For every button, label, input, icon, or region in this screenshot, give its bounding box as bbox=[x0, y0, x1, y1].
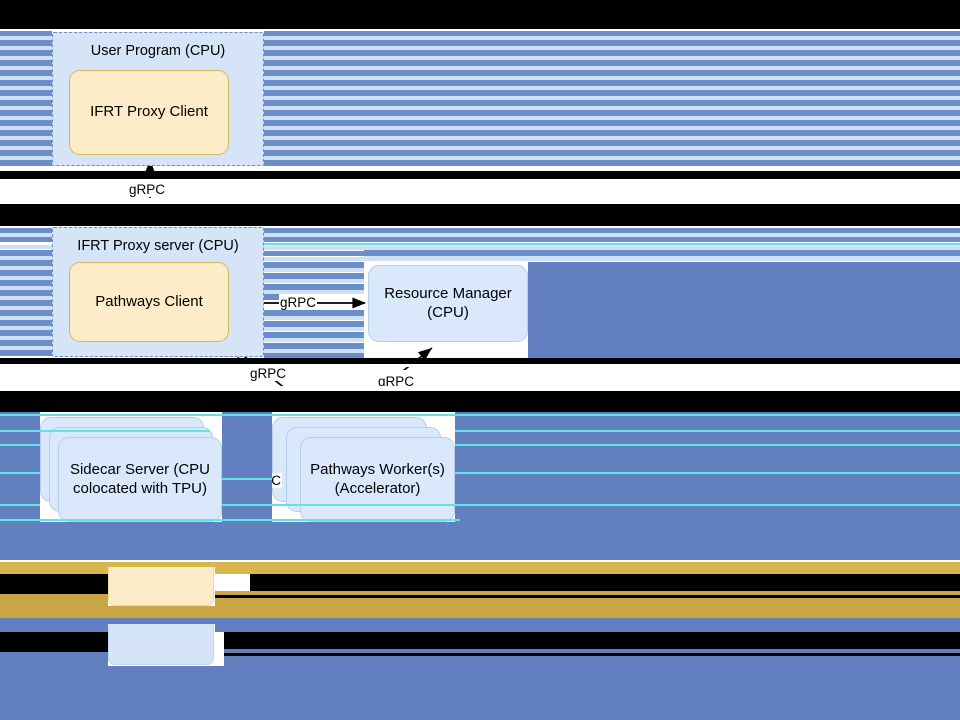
node-ifrt-proxy-client[interactable]: IFRT Proxy Client bbox=[69, 70, 229, 155]
edge-label-workers-resourcemanager: gRPC bbox=[377, 374, 416, 389]
node-pathways-workers-label-line1: Pathways Worker(s) bbox=[310, 460, 445, 478]
node-ifrt-proxy-client-label: IFRT Proxy Client bbox=[90, 103, 208, 121]
node-sidecar-server-label-line1: Sidecar Server (CPU bbox=[69, 460, 211, 478]
edge-label-sidecar-pathwaysclient: gRPC bbox=[249, 366, 288, 381]
legend-swatch-blue bbox=[108, 621, 214, 665]
node-pathways-workers[interactable]: Pathways Worker(s) (Accelerator) bbox=[300, 437, 455, 522]
node-resource-manager[interactable]: Resource Manager (CPU) bbox=[368, 265, 528, 342]
node-sidecar-server-label-line2: colocated with TPU) bbox=[73, 479, 207, 497]
node-sidecar-server[interactable]: Sidecar Server (CPU colocated with TPU) bbox=[58, 437, 222, 522]
edge-label-rm-pathwaysclient: gRPC bbox=[279, 295, 318, 310]
node-resource-manager-label-line1: Resource Manager bbox=[384, 284, 512, 302]
node-user-program-label: User Program (CPU) bbox=[90, 43, 226, 59]
node-resource-manager-label-line2: (CPU) bbox=[427, 303, 469, 321]
edge-label-proxyclient-up: gRPC bbox=[128, 182, 167, 197]
node-pathways-client-label: Pathways Client bbox=[95, 292, 203, 310]
node-ifrt-proxy-server-label: IFRT Proxy server (CPU) bbox=[77, 238, 239, 254]
node-pathways-client[interactable]: Pathways Client bbox=[69, 262, 229, 342]
legend-swatch-yellow bbox=[108, 562, 214, 606]
node-pathways-workers-label-line2: (Accelerator) bbox=[334, 479, 421, 497]
edge-label-sidecar-workers: gRPC bbox=[244, 473, 283, 488]
